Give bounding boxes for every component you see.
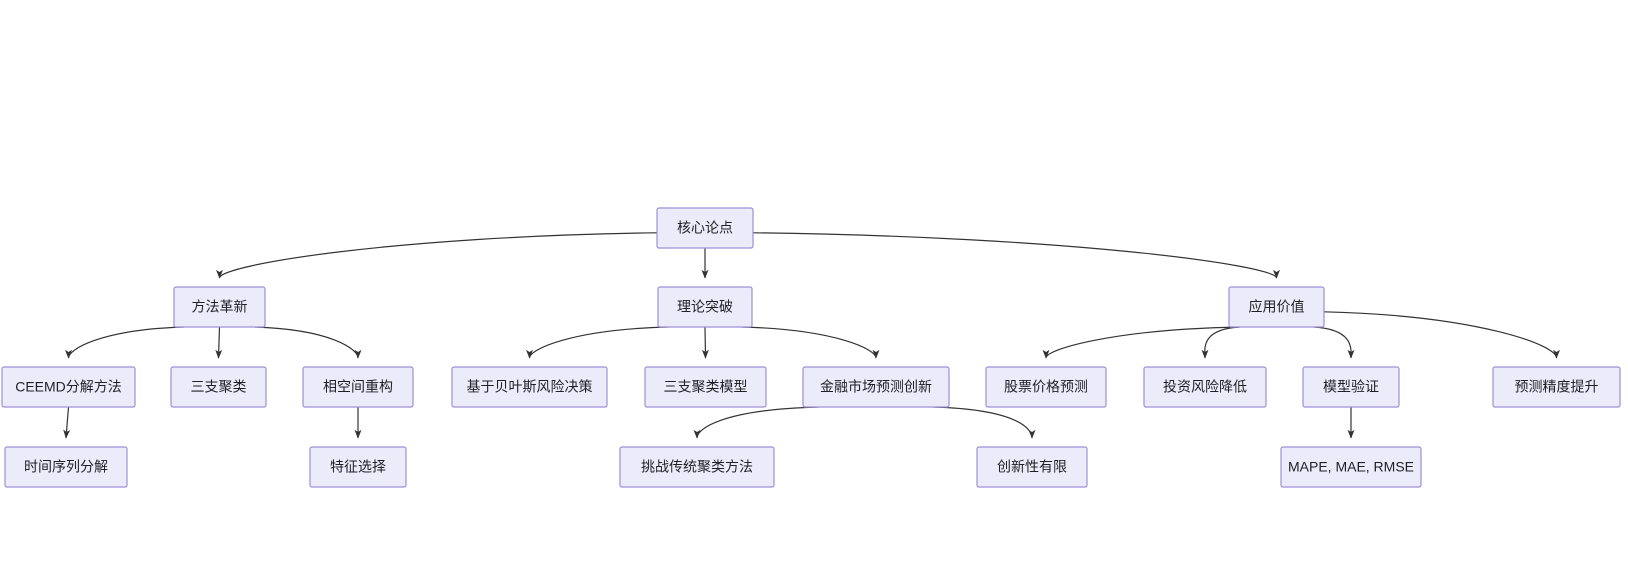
edge-lilun-to-sanzhi-moxing [701, 326, 709, 359]
node-l3a[interactable]: 时间序列分解 [4, 446, 128, 488]
node-root[interactable]: 核心论点 [656, 207, 754, 249]
node-l1a[interactable]: 方法革新 [173, 286, 266, 328]
node-l3e[interactable]: MAPE, MAE, RMSE [1280, 446, 1422, 488]
node-l2e-label: 三支聚类模型 [664, 379, 748, 395]
node-l2c-box[interactable] [302, 366, 414, 408]
edge-yingyong-to-moxing-yanzheng [1313, 326, 1355, 359]
node-l2a-box[interactable] [1, 366, 136, 408]
node-l2d[interactable]: 基于贝叶斯风险决策 [451, 366, 608, 408]
node-l2f-box[interactable] [802, 366, 950, 408]
node-l3b-box[interactable] [309, 446, 407, 488]
node-l2h[interactable]: 投资风险降低 [1143, 366, 1267, 408]
node-l2b[interactable]: 三支聚类 [170, 366, 267, 408]
edge-root-to-fangfa-gexin [216, 232, 658, 279]
edge-ceemd-to-shijian-xulie [63, 406, 71, 439]
node-l2a[interactable]: CEEMD分解方法 [1, 366, 136, 408]
node-l2f[interactable]: 金融市场预测创新 [802, 366, 950, 408]
edge-root-to-yingyong-jiazhi [752, 232, 1280, 279]
node-l2h-box[interactable] [1143, 366, 1267, 408]
node-l3d[interactable]: 创新性有限 [976, 446, 1088, 488]
edge-fangfa-to-xiangkongjian [254, 326, 362, 359]
node-l1a-label: 方法革新 [192, 299, 248, 315]
node-l2h-label: 投资风险降低 [1163, 379, 1247, 395]
node-l1a-box[interactable] [173, 286, 266, 328]
edge-jinrong-to-chuangxin-youxian [932, 406, 1036, 439]
node-l3e-box[interactable] [1280, 446, 1422, 488]
node-l2b-box[interactable] [170, 366, 267, 408]
node-l2i[interactable]: 模型验证 [1302, 366, 1400, 408]
node-l3b[interactable]: 特征选择 [309, 446, 407, 488]
node-l2g-label: 股票价格预测 [1004, 379, 1088, 395]
node-l2f-label: 金融市场预测创新 [820, 379, 932, 395]
node-l3c[interactable]: 挑战传统聚类方法 [619, 446, 775, 488]
node-l2e[interactable]: 三支聚类模型 [644, 366, 767, 408]
node-l2i-box[interactable] [1302, 366, 1400, 408]
edge-yingyong-to-yuce-jingdu [1323, 311, 1560, 359]
node-root-label: 核心论点 [677, 220, 733, 236]
node-l1b[interactable]: 理论突破 [657, 286, 753, 328]
edge-fangfa-to-ceemd [65, 326, 185, 359]
node-l1c-box[interactable] [1228, 286, 1325, 328]
edge-lilun-to-beiyesi [526, 326, 669, 359]
node-l1c-label: 应用价值 [1249, 299, 1305, 315]
edge-lilun-to-jinrong-shichang [741, 326, 880, 359]
node-l2d-box[interactable] [451, 366, 608, 408]
node-l2c-label: 相空间重构 [323, 379, 393, 395]
node-l2c[interactable]: 相空间重构 [302, 366, 414, 408]
node-l2a-label: CEEMD分解方法 [15, 379, 122, 395]
edge-layer [63, 232, 1560, 439]
edge-jinrong-to-tiaozhan [693, 406, 820, 439]
node-l2j-box[interactable] [1492, 366, 1621, 408]
node-l3d-box[interactable] [976, 446, 1088, 488]
edge-yingyong-to-touzi-fengxian [1201, 326, 1240, 359]
node-l3a-label: 时间序列分解 [24, 459, 108, 475]
edge-yingyong-to-gupiao [1042, 326, 1240, 359]
node-l1c[interactable]: 应用价值 [1228, 286, 1325, 328]
edge-fangfa-to-sanzhi-julei [215, 326, 223, 359]
node-l2d-label: 基于贝叶斯风险决策 [467, 379, 593, 395]
node-l2g-box[interactable] [985, 366, 1107, 408]
node-l3e-label: MAPE, MAE, RMSE [1288, 459, 1414, 475]
node-l3b-label: 特征选择 [330, 459, 386, 475]
node-l2i-label: 模型验证 [1323, 379, 1379, 395]
node-root-box[interactable] [656, 207, 754, 249]
node-l2j-label: 预测精度提升 [1515, 379, 1599, 395]
node-l2j[interactable]: 预测精度提升 [1492, 366, 1621, 408]
node-l3d-label: 创新性有限 [997, 459, 1067, 475]
node-l1b-label: 理论突破 [677, 299, 733, 315]
node-l3c-box[interactable] [619, 446, 775, 488]
node-l1b-box[interactable] [657, 286, 753, 328]
node-l3a-box[interactable] [4, 446, 128, 488]
node-l3c-label: 挑战传统聚类方法 [641, 459, 753, 475]
node-l2b-label: 三支聚类 [191, 379, 247, 395]
node-l2e-box[interactable] [644, 366, 767, 408]
node-l2g[interactable]: 股票价格预测 [985, 366, 1107, 408]
